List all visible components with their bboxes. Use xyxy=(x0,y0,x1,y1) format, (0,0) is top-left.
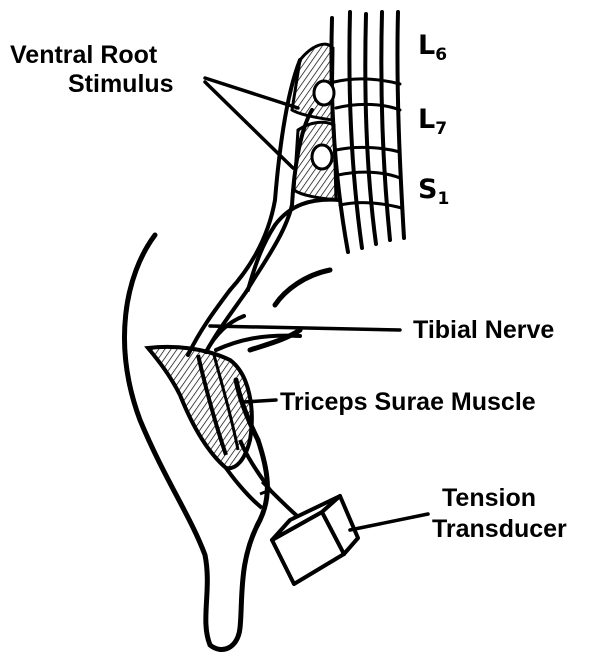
tension-transducer-label: Tension Transducer xyxy=(432,486,567,542)
triceps-surae-muscle xyxy=(148,347,252,468)
segment-letter: S xyxy=(418,174,437,205)
ventral-root-line-1: Ventral Root xyxy=(10,43,174,68)
segment-letter: L xyxy=(418,104,435,135)
segment-label-s1: S1 xyxy=(418,176,449,208)
segment-letter: L xyxy=(418,30,435,61)
tension-line-2: Transducer xyxy=(432,517,567,542)
segment-subscript: 6 xyxy=(435,45,447,65)
spinal-cord xyxy=(331,12,404,252)
triceps-surae-label: Triceps Surae Muscle xyxy=(280,390,536,415)
tension-line-1: Tension xyxy=(442,486,567,511)
segment-subscript: 7 xyxy=(435,119,447,139)
segment-label-l6: L6 xyxy=(418,32,447,64)
segment-label-l7: L7 xyxy=(418,106,447,138)
ventral-root-label: Ventral Root Stimulus xyxy=(10,43,174,97)
segment-subscript: 1 xyxy=(437,189,449,209)
tibial-nerve-label: Tibial Nerve xyxy=(413,318,554,343)
tension-transducer-device xyxy=(272,496,358,584)
ventral-root-line-2: Stimulus xyxy=(68,72,174,97)
